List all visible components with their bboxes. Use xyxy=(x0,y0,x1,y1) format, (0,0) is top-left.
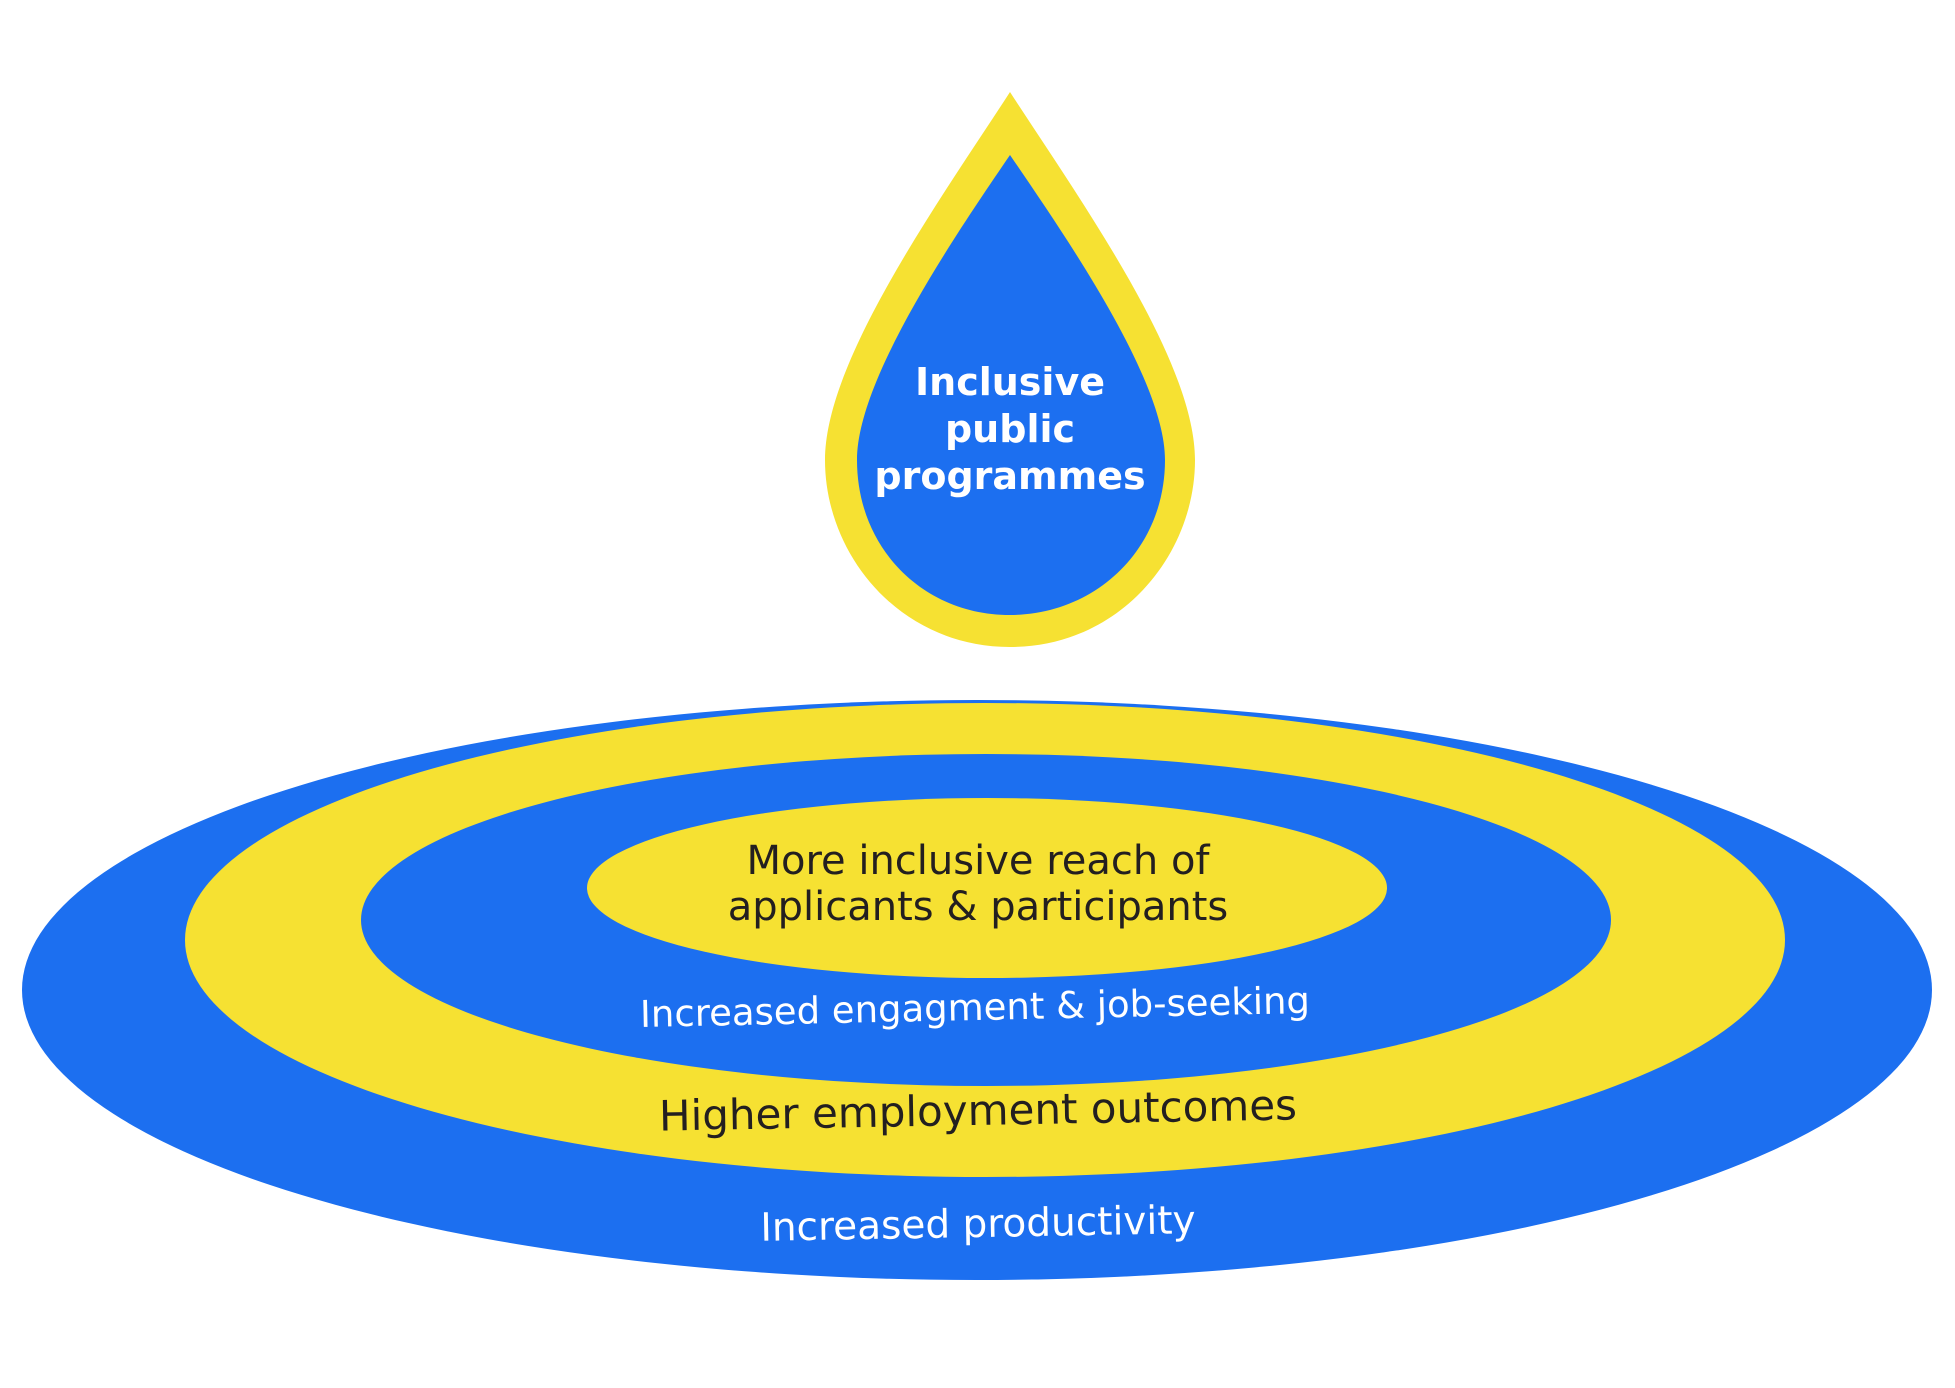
inner-ring-label-line2: applicants & participants xyxy=(728,884,1229,930)
inner-ripple-ring xyxy=(587,798,1387,978)
outer-ring-label: Increased productivity xyxy=(760,1198,1196,1251)
drop-inner-shape xyxy=(857,155,1165,615)
inner-ring-label-line1: More inclusive reach of xyxy=(746,838,1210,884)
drop-label-line1: Inclusive xyxy=(915,360,1105,404)
drop-label-line3: programmes xyxy=(874,454,1145,498)
drop-label-line2: public xyxy=(945,407,1075,451)
third-ring-label: Higher employment outcomes xyxy=(659,1080,1298,1140)
